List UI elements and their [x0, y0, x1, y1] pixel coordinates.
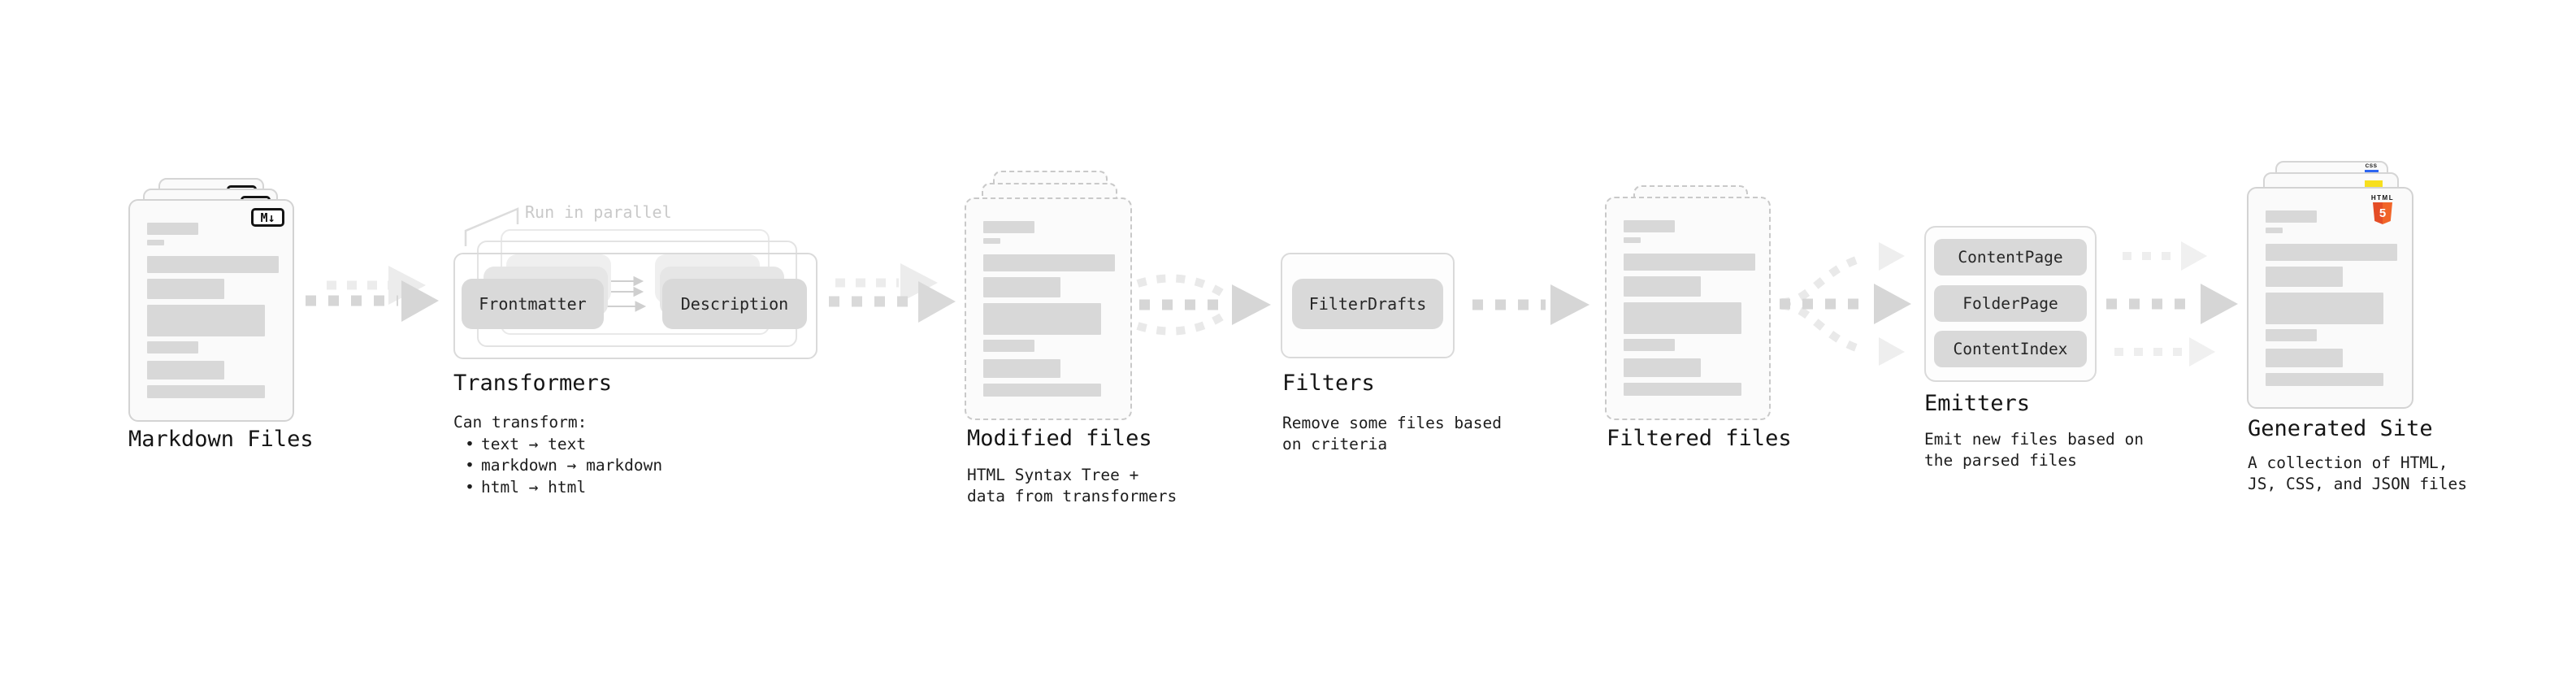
text-line-bar: [1624, 254, 1755, 271]
modified-files-label: Modified files: [967, 426, 1152, 451]
text-line-bar: [147, 385, 265, 398]
filters-label: Filters: [1282, 371, 1375, 396]
text-line-bar: [147, 279, 224, 299]
contentpage-chip-label: ContentPage: [1958, 248, 2063, 267]
transform-item-text: text → text: [481, 434, 587, 453]
text-line-bar: [1624, 220, 1675, 232]
transform-item: • text → text: [453, 434, 662, 456]
text-line-bar: [2266, 244, 2397, 261]
text-line-bar: [2266, 329, 2317, 341]
html5-wordmark: HTML: [2370, 194, 2395, 202]
html5-icon: HTML 5: [2364, 194, 2401, 224]
fanout-arrows-filtered-to-emitters: [1780, 242, 1911, 366]
description-chip-label: Description: [680, 294, 789, 314]
site-file-card: HTML 5: [2247, 187, 2413, 409]
transform-item: • markdown → markdown: [453, 455, 662, 477]
text-line-bar: [1624, 276, 1701, 297]
text-line-bar: [983, 340, 1034, 352]
html5-shield: 5: [2373, 202, 2392, 224]
bullet-icon: •: [465, 434, 475, 453]
markdown-icon: M↓: [251, 208, 284, 227]
text-line-bar: [983, 303, 1101, 335]
text-line-bar: [147, 223, 198, 235]
merge-arrows-modified-to-filters: [1136, 274, 1271, 336]
filters-caption: Remove some files based on criteria: [1282, 414, 1503, 453]
transform-item-text: html → html: [481, 477, 587, 497]
transform-item: • html → html: [453, 477, 662, 499]
text-line-bar: [983, 238, 1000, 244]
text-line-bar: [983, 384, 1101, 397]
description-chip: Description: [662, 279, 807, 329]
contentpage-chip: ContentPage: [1934, 239, 2087, 275]
generated-site-caption: A collection of HTML, JS, CSS, and JSON …: [2248, 453, 2468, 493]
frontmatter-chip: Frontmatter: [462, 279, 604, 329]
arrow-filters-to-filtered: [1472, 284, 1589, 325]
generated-site-label: Generated Site: [2248, 416, 2433, 441]
frontmatter-chip-label: Frontmatter: [479, 294, 587, 314]
text-line-bar: [2266, 293, 2383, 324]
css-wordmark: CSS: [2365, 163, 2378, 169]
transformers-caption-title: Can transform:: [453, 413, 588, 432]
text-line-bar: [147, 305, 265, 336]
markdown-file-card: M↓: [128, 199, 294, 422]
filterdrafts-chip: FilterDrafts: [1292, 279, 1443, 329]
modified-files-caption: HTML Syntax Tree + data from transformer…: [967, 466, 1177, 505]
emitters-caption: Emit new files based on the parsed files: [1924, 430, 2144, 470]
transformers-label: Transformers: [453, 371, 613, 396]
html5-numeral: 5: [2379, 206, 2387, 220]
bullet-icon: •: [465, 477, 475, 497]
contentindex-chip-label: ContentIndex: [1953, 340, 2068, 358]
markdown-files-label: Markdown Files: [128, 427, 314, 452]
run-in-parallel-annotation: Run in parallel: [525, 202, 672, 222]
text-line-bar: [983, 221, 1034, 233]
emitters-label: Emitters: [1924, 391, 2031, 416]
arrow-markdown-to-transformers-ghost: [327, 266, 426, 305]
text-line-bar: [1624, 383, 1741, 396]
arrow-markdown-to-transformers: [306, 280, 439, 322]
css-icon-bar: [2364, 170, 2379, 173]
text-line-bar: [2266, 228, 2283, 233]
transformers-caption: Can transform: • text → text • markdown …: [453, 412, 662, 498]
transform-item-text: markdown → markdown: [481, 456, 663, 475]
arrow-transformers-to-modified-ghost: [835, 263, 938, 302]
text-line-bar: [2266, 210, 2317, 223]
markdown-files-section: M↓ M↓ M↓: [128, 178, 294, 422]
folderpage-chip-label: FolderPage: [1962, 294, 2058, 313]
text-line-bar: [147, 256, 279, 273]
contentindex-chip: ContentIndex: [1934, 331, 2087, 367]
text-line-bar: [147, 341, 198, 354]
text-line-bar: [983, 254, 1115, 271]
arrow-transformers-to-modified: [829, 281, 956, 323]
text-line-bar: [983, 277, 1060, 297]
transformers-box: [453, 253, 817, 359]
filtered-file-card: [1605, 197, 1771, 420]
modified-file-card: [965, 197, 1132, 420]
text-line-bar: [147, 361, 224, 380]
text-line-bar: [2266, 267, 2343, 287]
text-line-bar: [1624, 302, 1741, 334]
css-icon: CSS: [2363, 163, 2379, 173]
text-line-bar: [1624, 237, 1641, 243]
folderpage-chip: FolderPage: [1934, 285, 2087, 322]
text-line-bar: [1624, 339, 1675, 351]
text-line-bar: [983, 359, 1060, 378]
filterdrafts-chip-label: FilterDrafts: [1308, 294, 1427, 314]
text-line-bar: [147, 240, 164, 245]
text-line-bar: [2266, 349, 2343, 367]
text-line-bar: [1624, 358, 1701, 377]
bullet-icon: •: [465, 456, 475, 475]
text-line-bar: [2266, 373, 2383, 386]
filtered-files-label: Filtered files: [1607, 426, 1792, 451]
emit-arrows-emitters-to-site: [2106, 241, 2238, 367]
